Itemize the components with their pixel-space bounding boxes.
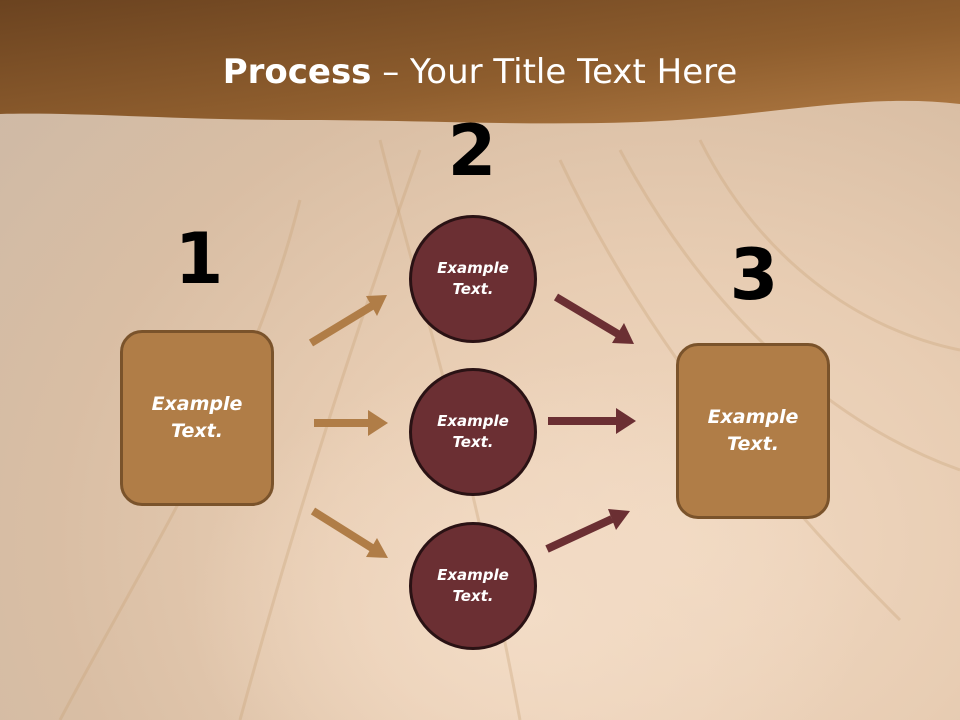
step-number-1: 1 [174,218,224,300]
arrow-right-down [553,293,634,344]
arrow-left-up [308,295,387,347]
arrow-left-down [310,507,388,558]
circle-bottom-label: Example Text. [437,566,509,605]
process-circle-middle[interactable]: Example Text. [409,368,537,496]
title-rest: – Your Title Text Here [371,52,738,92]
process-circle-top[interactable]: Example Text. [409,215,537,343]
slide-title: Process – Your Title Text Here [0,52,960,92]
arrow-right-up [545,509,630,553]
left-process-box[interactable]: Example Text. [120,330,274,506]
step-number-2: 2 [447,110,497,192]
circle-top-label: Example Text. [437,259,509,298]
circle-middle-label: Example Text. [437,412,509,451]
arrow-left-middle [314,410,388,436]
step-number-3: 3 [729,234,779,316]
process-circle-bottom[interactable]: Example Text. [409,522,537,650]
right-box-label: Example Text. [707,406,799,455]
arrow-right-middle [548,408,636,434]
header-band [0,0,960,124]
title-bold: Process [222,52,372,92]
right-process-box[interactable]: Example Text. [676,343,830,519]
left-box-label: Example Text. [151,393,243,442]
